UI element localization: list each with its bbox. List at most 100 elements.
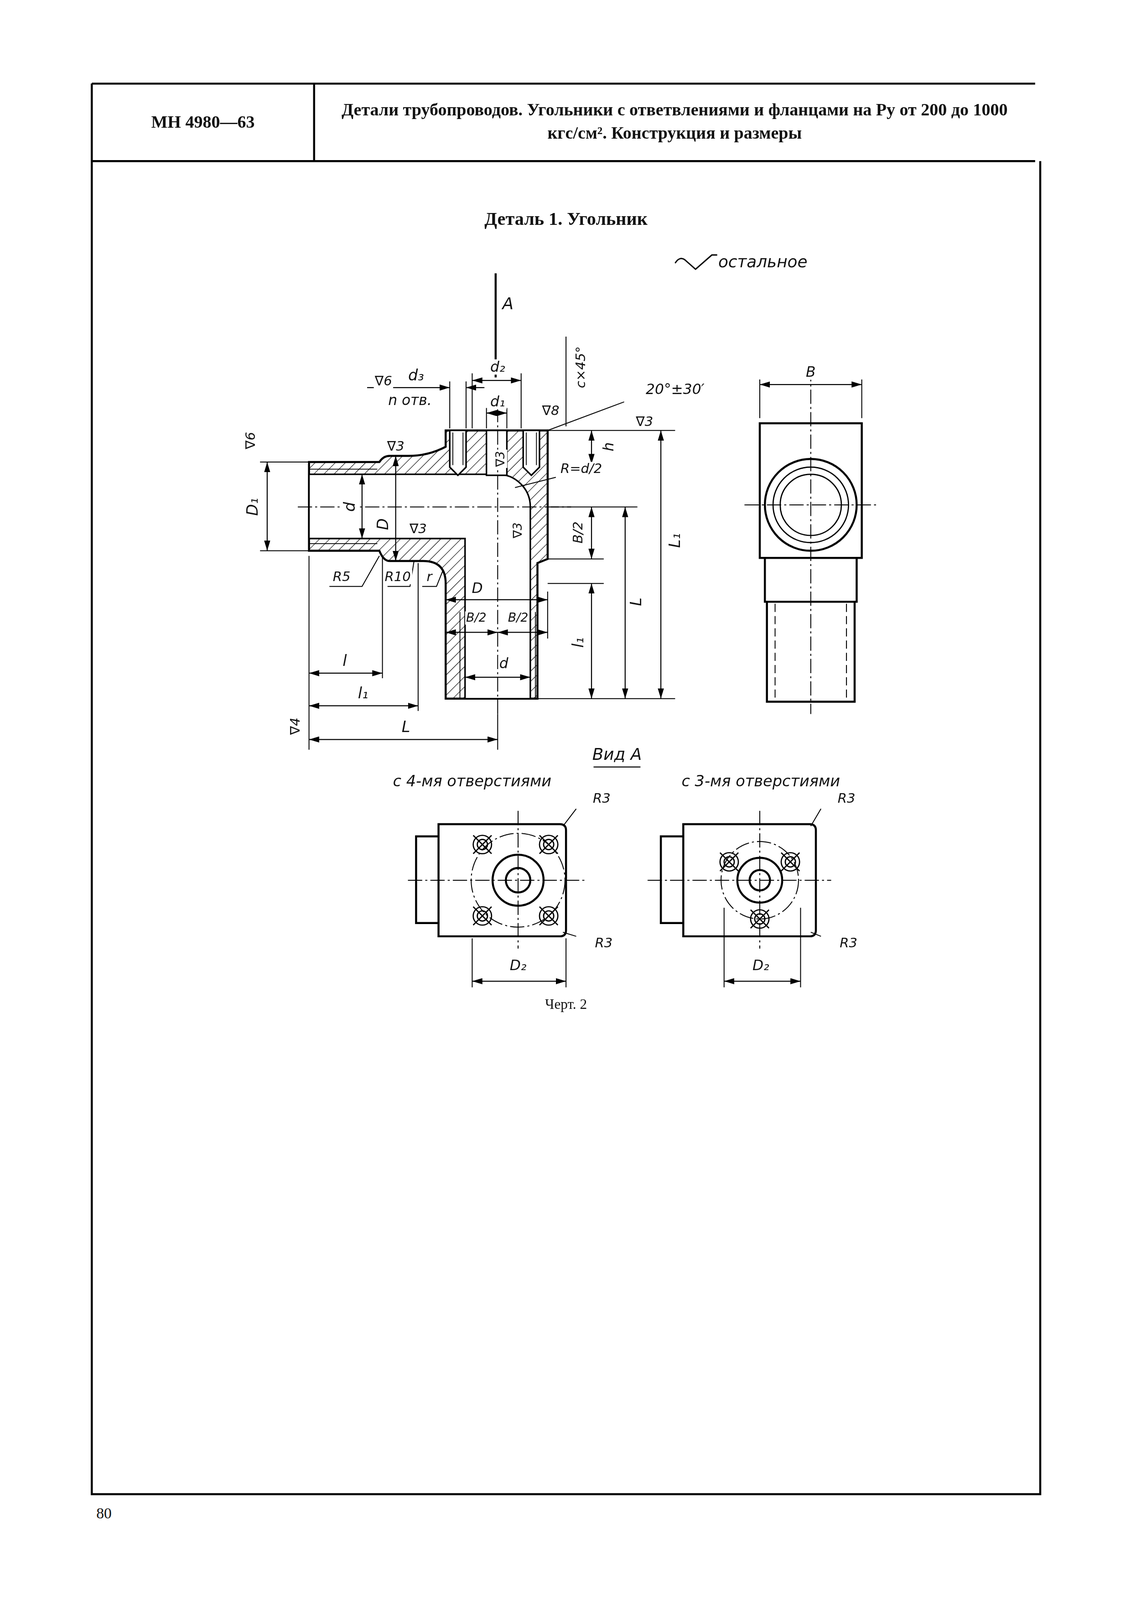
sheet-frame: [91, 83, 1041, 1495]
dimension-label: D₂: [751, 958, 771, 974]
roughness-mark: ∇3: [408, 522, 428, 537]
dimension-label: D: [470, 580, 484, 597]
elbow-section: [309, 430, 548, 699]
radius-label: r: [425, 570, 433, 585]
side-view: [764, 557, 857, 702]
view-a-three-holes: [720, 852, 800, 929]
dimension-label: l₁: [356, 684, 369, 702]
header-text: МН 4980—63: [150, 110, 255, 135]
dimension-label: d₂: [489, 359, 507, 375]
radius-label: R10: [383, 570, 412, 585]
roughness-mark: ∇3: [634, 415, 654, 430]
elbow-section: [449, 430, 540, 476]
dimension-lines: [445, 631, 498, 633]
side-view: [780, 474, 842, 536]
dimension-lines: [593, 766, 641, 768]
dimension-lines: [445, 599, 548, 601]
view-letter: A: [501, 295, 515, 313]
dimension-lines: [309, 738, 499, 740]
chamfer-label: c×45°: [574, 345, 589, 390]
dimension-label: h: [601, 440, 617, 452]
dimension-label: l: [341, 652, 348, 670]
dimension-lines: [309, 672, 383, 674]
side-view: [773, 466, 849, 543]
center-lines: [810, 367, 812, 714]
roughness-mark: ∇3: [385, 439, 405, 454]
side-view: [775, 603, 847, 700]
view-a-four-holes: [415, 836, 439, 924]
dimension-lines: [466, 387, 485, 389]
extension-lines: [259, 336, 862, 988]
dimension-lines: [361, 474, 363, 539]
extension-lines: [329, 401, 821, 937]
dimension-label: L₁: [666, 532, 684, 550]
view-a-four-holes: [473, 835, 559, 925]
dimension-lines: [472, 980, 566, 982]
dimension-lines: [267, 380, 862, 981]
dimension-lines: [591, 430, 592, 465]
side-view: [759, 423, 862, 558]
dimension-lines: [591, 506, 592, 559]
dimension-lines: [724, 980, 801, 982]
dimension-lines: [759, 383, 862, 385]
radius-label: R3: [591, 791, 612, 806]
detail-title: Деталь 1. Угольник: [484, 208, 648, 230]
center-lines: [297, 506, 571, 508]
view-a-three-holes: [749, 870, 771, 891]
roughness-mark: ∇3: [511, 521, 525, 540]
dimension-label: d₃: [407, 366, 426, 384]
center-lines: [297, 367, 877, 949]
dimension-label: l₁: [570, 636, 587, 649]
center-lines: [647, 879, 832, 881]
radius-label: R=d/2: [559, 461, 604, 477]
side-view: [759, 423, 862, 702]
dimension-label: B/2: [465, 611, 488, 625]
standard-title-cell: Детали трубопроводов. Угольники с ответв…: [314, 83, 1036, 161]
dimension-lines: [266, 461, 268, 551]
view-a-four-holes: [505, 867, 531, 893]
dimension-lines: [660, 430, 662, 699]
elbow-section: [309, 469, 536, 699]
center-lines: [408, 879, 587, 881]
dimension-lines: [465, 676, 531, 678]
roughness-mark: ∇6: [373, 373, 394, 389]
dimension-label: L: [627, 596, 645, 608]
dimension-lines: [472, 379, 521, 381]
dimension-label: D₁: [244, 497, 262, 518]
page-number: 80: [95, 1504, 113, 1522]
dimension-lines: [497, 631, 548, 633]
view-a-three-holes: [683, 824, 816, 937]
view-a-four-holes: [415, 824, 566, 937]
center-lines: [471, 833, 566, 928]
dimension-label: D₂: [508, 958, 528, 974]
radius-label: R3: [593, 936, 614, 951]
angle-label: 20°±30′: [644, 381, 706, 398]
roughness-sign: [674, 254, 724, 270]
dimension-lines: [395, 456, 397, 561]
dimension-label: d: [341, 501, 359, 514]
elbow-section: [309, 430, 548, 699]
dimension-lines: [591, 583, 592, 699]
roughness-mark: ∇4: [288, 716, 304, 736]
dimension-label: d: [498, 656, 510, 672]
dimension-label: B/2: [570, 520, 586, 545]
view-a-three-holes: [660, 836, 684, 924]
view-a-three-holes: [720, 852, 800, 929]
side-view: [764, 458, 857, 551]
dimension-label: d₁: [489, 394, 507, 410]
dimension-lines: [486, 412, 508, 414]
view-a-four-holes: [492, 854, 544, 906]
radius-label: R5: [332, 570, 352, 585]
dimension-lines: [309, 705, 419, 706]
radius-label: R3: [836, 791, 857, 806]
dimension-label: D: [374, 517, 392, 531]
dimension-label: L: [400, 718, 411, 736]
view-a-four-holes: [438, 824, 567, 937]
roughness-mark: ∇8: [540, 403, 561, 419]
standard-number-cell: МН 4980—63: [91, 83, 315, 161]
roughness-mark: ∇3: [493, 450, 508, 469]
dimension-label: B: [804, 364, 817, 380]
view-a-three-holes: [737, 857, 783, 903]
